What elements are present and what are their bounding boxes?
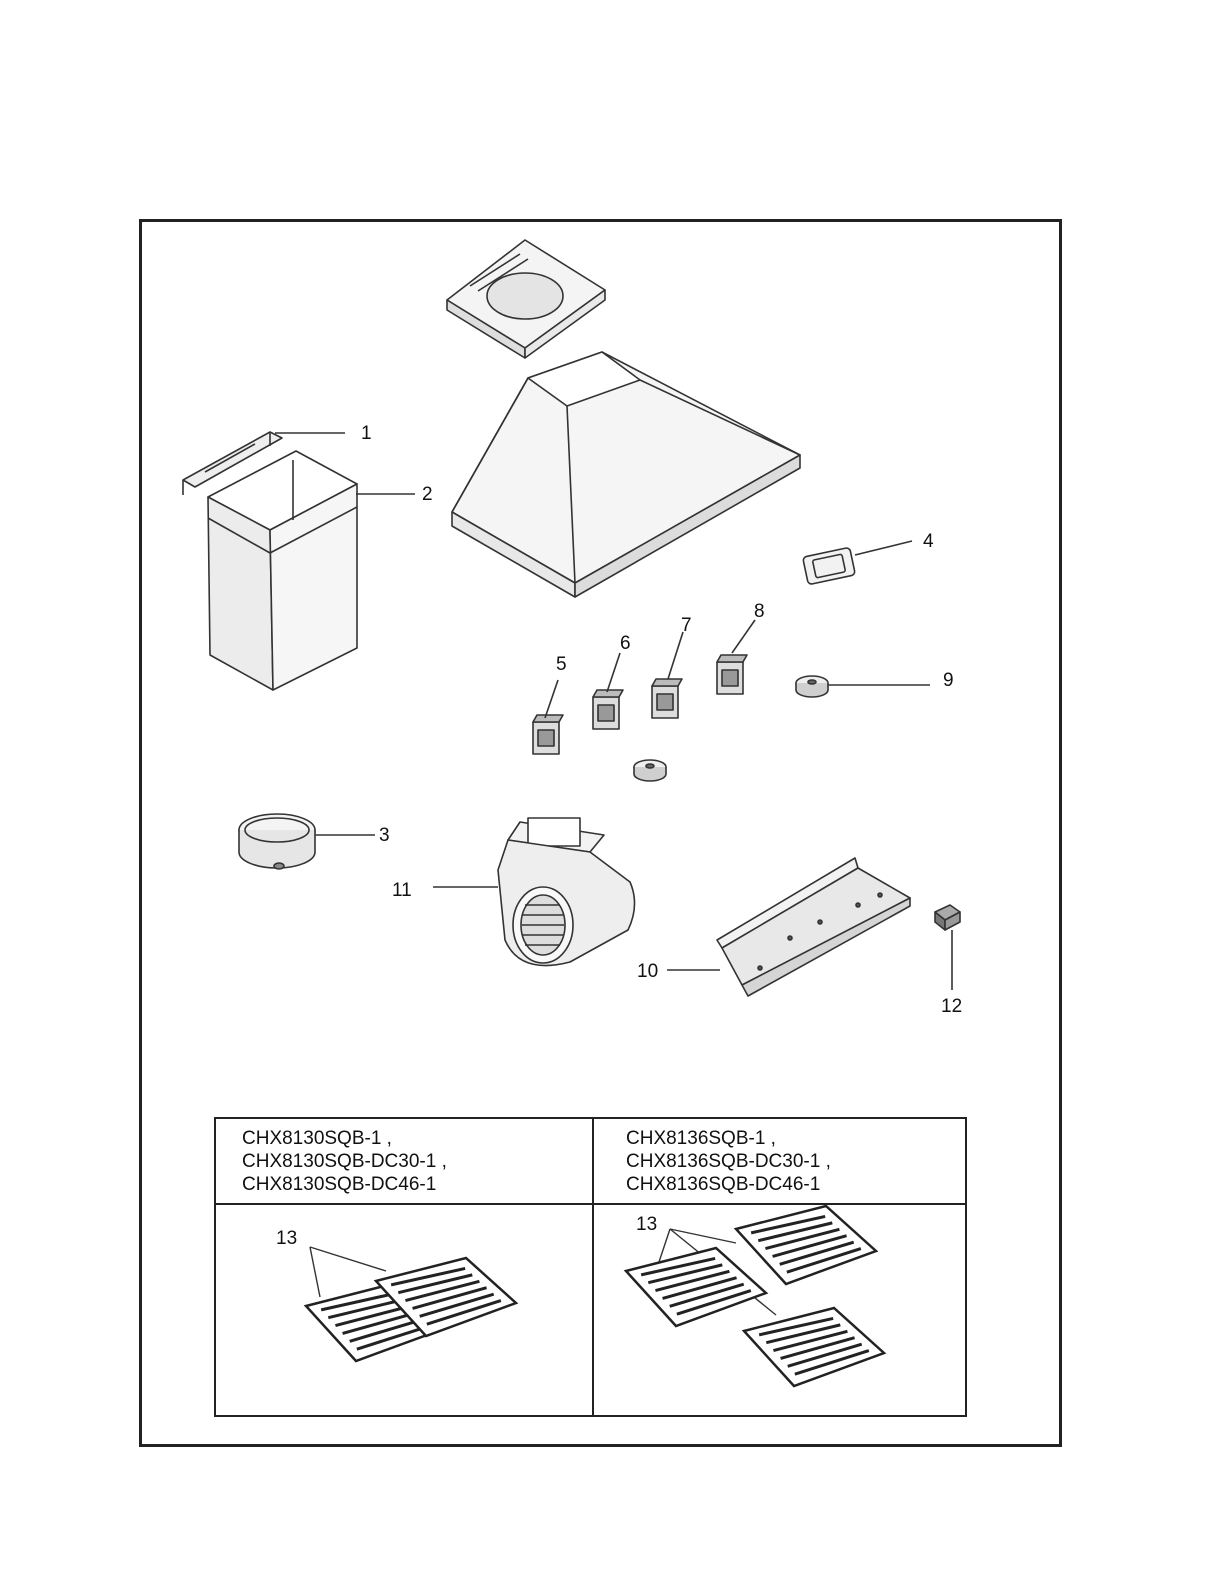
filters-illustration (216, 1119, 965, 1415)
part-12-clip (935, 905, 960, 990)
part-6-switch (593, 653, 623, 729)
part-11-blower (433, 818, 635, 966)
part-3-duct-collar (239, 814, 315, 869)
filter-model-table: CHX8130SQB-1 , CHX8130SQB-DC30-1 , CHX81… (214, 1117, 967, 1417)
callout-12: 12 (941, 997, 962, 1016)
callout-3: 3 (379, 826, 390, 845)
mounting-plate (447, 240, 605, 358)
callout-10: 10 (637, 962, 658, 981)
callout-9: 9 (943, 671, 954, 690)
callout-1: 1 (361, 424, 372, 443)
grease-filters (306, 1206, 884, 1386)
callout-8: 8 (754, 602, 765, 621)
callout-2: 2 (422, 485, 433, 504)
callout-5: 5 (556, 655, 567, 674)
part-2-chimney (208, 451, 357, 690)
callout-6: 6 (620, 634, 631, 653)
grease-filter-right-3 (744, 1308, 884, 1386)
grease-filter-right-1 (626, 1248, 766, 1326)
part-9-knob (796, 676, 930, 697)
part-8-switch (717, 620, 755, 694)
part-7-switch (652, 632, 683, 718)
grease-filter-right-2 (736, 1206, 876, 1284)
part-10-rail (667, 858, 910, 996)
callout-7: 7 (681, 616, 692, 635)
part-5-switch (533, 680, 563, 754)
callout-4: 4 (923, 532, 934, 551)
hood-canopy (452, 352, 800, 597)
part-9-knob-2 (634, 760, 666, 781)
part-4-light-lens (803, 541, 912, 585)
callout-11: 11 (392, 881, 412, 900)
